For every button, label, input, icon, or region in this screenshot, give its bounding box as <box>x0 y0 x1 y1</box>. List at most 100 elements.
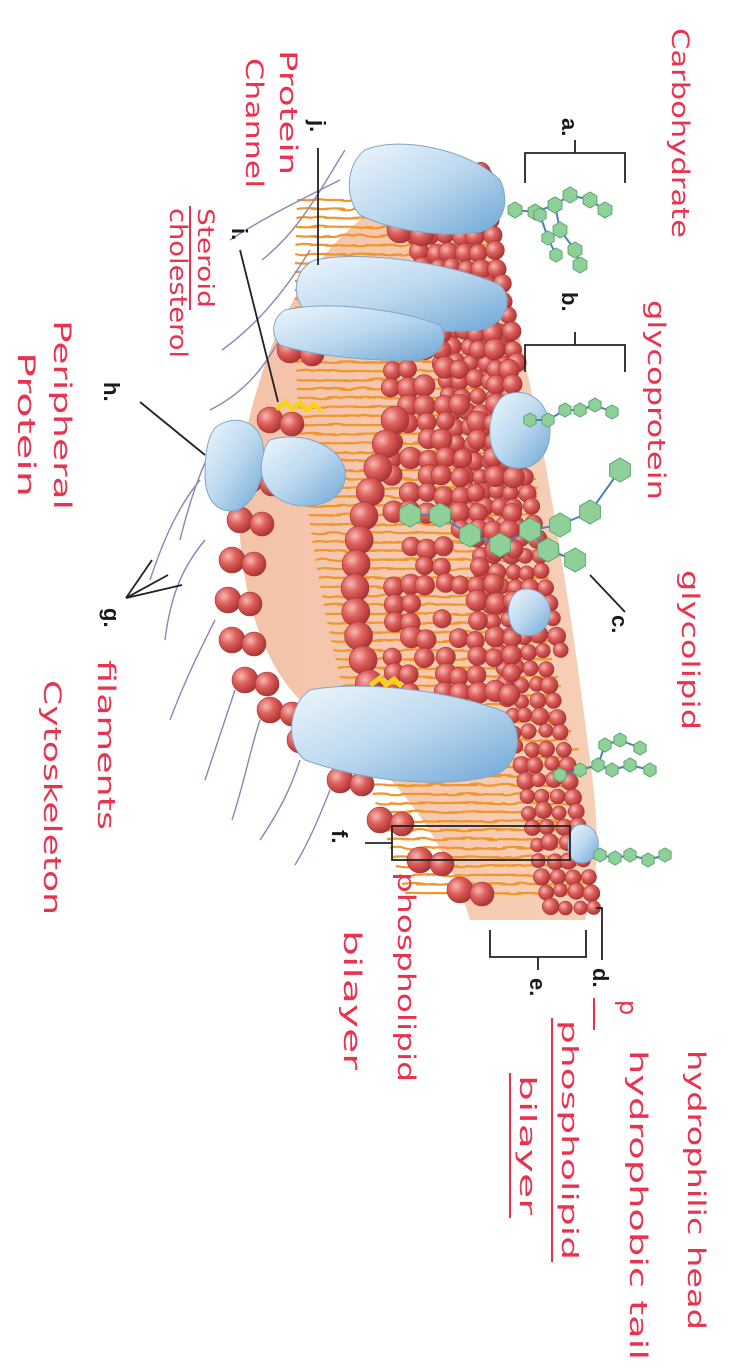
phospholipid-head <box>257 697 283 723</box>
phospholipid-head <box>531 773 545 787</box>
answer-h-line1: Peripheral <box>48 320 76 510</box>
phospholipid-head <box>470 388 486 404</box>
lipid-tail <box>412 829 427 830</box>
sugar-unit <box>599 738 611 752</box>
answer-i: cholesterol <box>164 208 192 358</box>
glycoprotein-protein <box>490 392 550 468</box>
phospholipid-head <box>219 627 245 653</box>
lipid-tail <box>454 622 468 623</box>
lipid-tail <box>328 623 350 624</box>
answer-f-line1: phospholipid <box>392 872 420 1082</box>
phospholipid-head <box>451 468 470 487</box>
sugar-unit <box>563 187 577 203</box>
lipid-tail <box>471 794 487 795</box>
lipid-tail <box>448 812 463 813</box>
sugar-unit <box>610 458 631 482</box>
phospholipid-head <box>416 630 436 650</box>
phospholipid-head <box>451 576 469 594</box>
phospholipid-head <box>390 812 414 836</box>
phospholipid-head <box>556 742 571 757</box>
lipid-tail <box>482 785 496 786</box>
phospholipid-head <box>486 241 505 260</box>
phospholipid-head <box>523 498 539 514</box>
phospholipid-head <box>447 877 473 903</box>
phospholipid-head <box>538 741 554 757</box>
phospholipid-head <box>523 661 538 676</box>
phospholipid-head <box>257 407 283 433</box>
lipid-tail <box>319 577 334 578</box>
lipid-tail <box>328 434 343 435</box>
phospholipid-head <box>345 526 373 554</box>
phospholipid-head <box>531 708 549 726</box>
phospholipid-head <box>434 537 453 556</box>
phospholipid-head <box>280 412 304 436</box>
phospholipid-head <box>549 710 566 727</box>
phospholipid-head <box>242 632 266 656</box>
sugar-unit <box>624 848 636 862</box>
phospholipid-head <box>398 360 416 378</box>
phospholipid-head <box>568 883 585 900</box>
lipid-tail <box>471 838 494 839</box>
sugar-unit <box>580 500 601 524</box>
phospholipid-head <box>552 806 566 820</box>
protein-right-small <box>509 589 551 636</box>
lipid-tail <box>324 370 339 371</box>
answer-g-line1: filaments <box>92 660 120 830</box>
phospholipid-head <box>453 449 472 468</box>
phospholipid-head <box>219 547 245 573</box>
phospholipid-head <box>583 885 600 902</box>
answer-a: Carbohydrate <box>666 28 694 238</box>
lipid-tail <box>372 632 388 633</box>
lipid-tail <box>324 236 340 237</box>
lipid-tail <box>339 389 354 390</box>
phospholipid-head <box>568 804 584 820</box>
phospholipid-head <box>402 594 421 613</box>
sugar-unit <box>589 398 601 412</box>
phospholipid-head <box>502 664 520 682</box>
phospholipid-head <box>541 834 558 851</box>
lipid-tail <box>516 848 531 849</box>
phospholipid-head <box>433 610 451 628</box>
membrane-body <box>150 144 671 920</box>
phospholipid-head <box>356 478 384 506</box>
sugar-unit <box>534 208 546 222</box>
label-e: e. <box>525 978 550 996</box>
phospholipid-head <box>342 598 370 626</box>
answer-i-struck: Steroid <box>192 208 217 308</box>
sugar-unit <box>550 248 562 262</box>
phospholipid-head <box>545 756 560 771</box>
phospholipid-head <box>250 512 274 536</box>
answer-c: glycolipid <box>676 570 704 730</box>
phospholipid-head <box>559 901 573 915</box>
phospholipid-head <box>414 648 434 668</box>
phospholipid-head <box>502 322 521 341</box>
phospholipid-head <box>503 466 525 488</box>
phospholipid-head <box>521 644 537 660</box>
phospholipid-head <box>215 587 241 613</box>
phospholipid-head <box>502 503 521 522</box>
sugar-unit <box>609 851 621 865</box>
phospholipid-head <box>242 552 266 576</box>
phospholipid-head <box>364 454 392 482</box>
phospholipid-head <box>574 901 588 915</box>
lipid-tail <box>296 217 311 218</box>
answer-e-struck-line2: bilayer <box>514 1075 539 1217</box>
phospholipid-head <box>530 693 546 709</box>
phospholipid-head <box>449 629 468 648</box>
phospholipid-head <box>536 643 551 658</box>
lipid-tail <box>324 245 338 246</box>
phospholipid-head <box>525 742 540 757</box>
phospholipid-head <box>469 244 487 262</box>
phospholipid-head <box>238 592 262 616</box>
sugar-unit <box>542 231 554 245</box>
label-j: j. <box>305 119 330 132</box>
phospholipid-head <box>450 360 469 379</box>
lipid-tail <box>373 794 389 795</box>
phospholipid-head <box>467 484 485 502</box>
sugar-unit <box>554 768 566 782</box>
answer-e-struck-line1: phospholipid <box>556 1020 581 1260</box>
protein-channel-top <box>349 144 505 234</box>
answer-g-line2: Cytoskeleton <box>38 680 66 915</box>
lipid-tail <box>394 245 409 246</box>
sugar-unit <box>614 733 626 747</box>
